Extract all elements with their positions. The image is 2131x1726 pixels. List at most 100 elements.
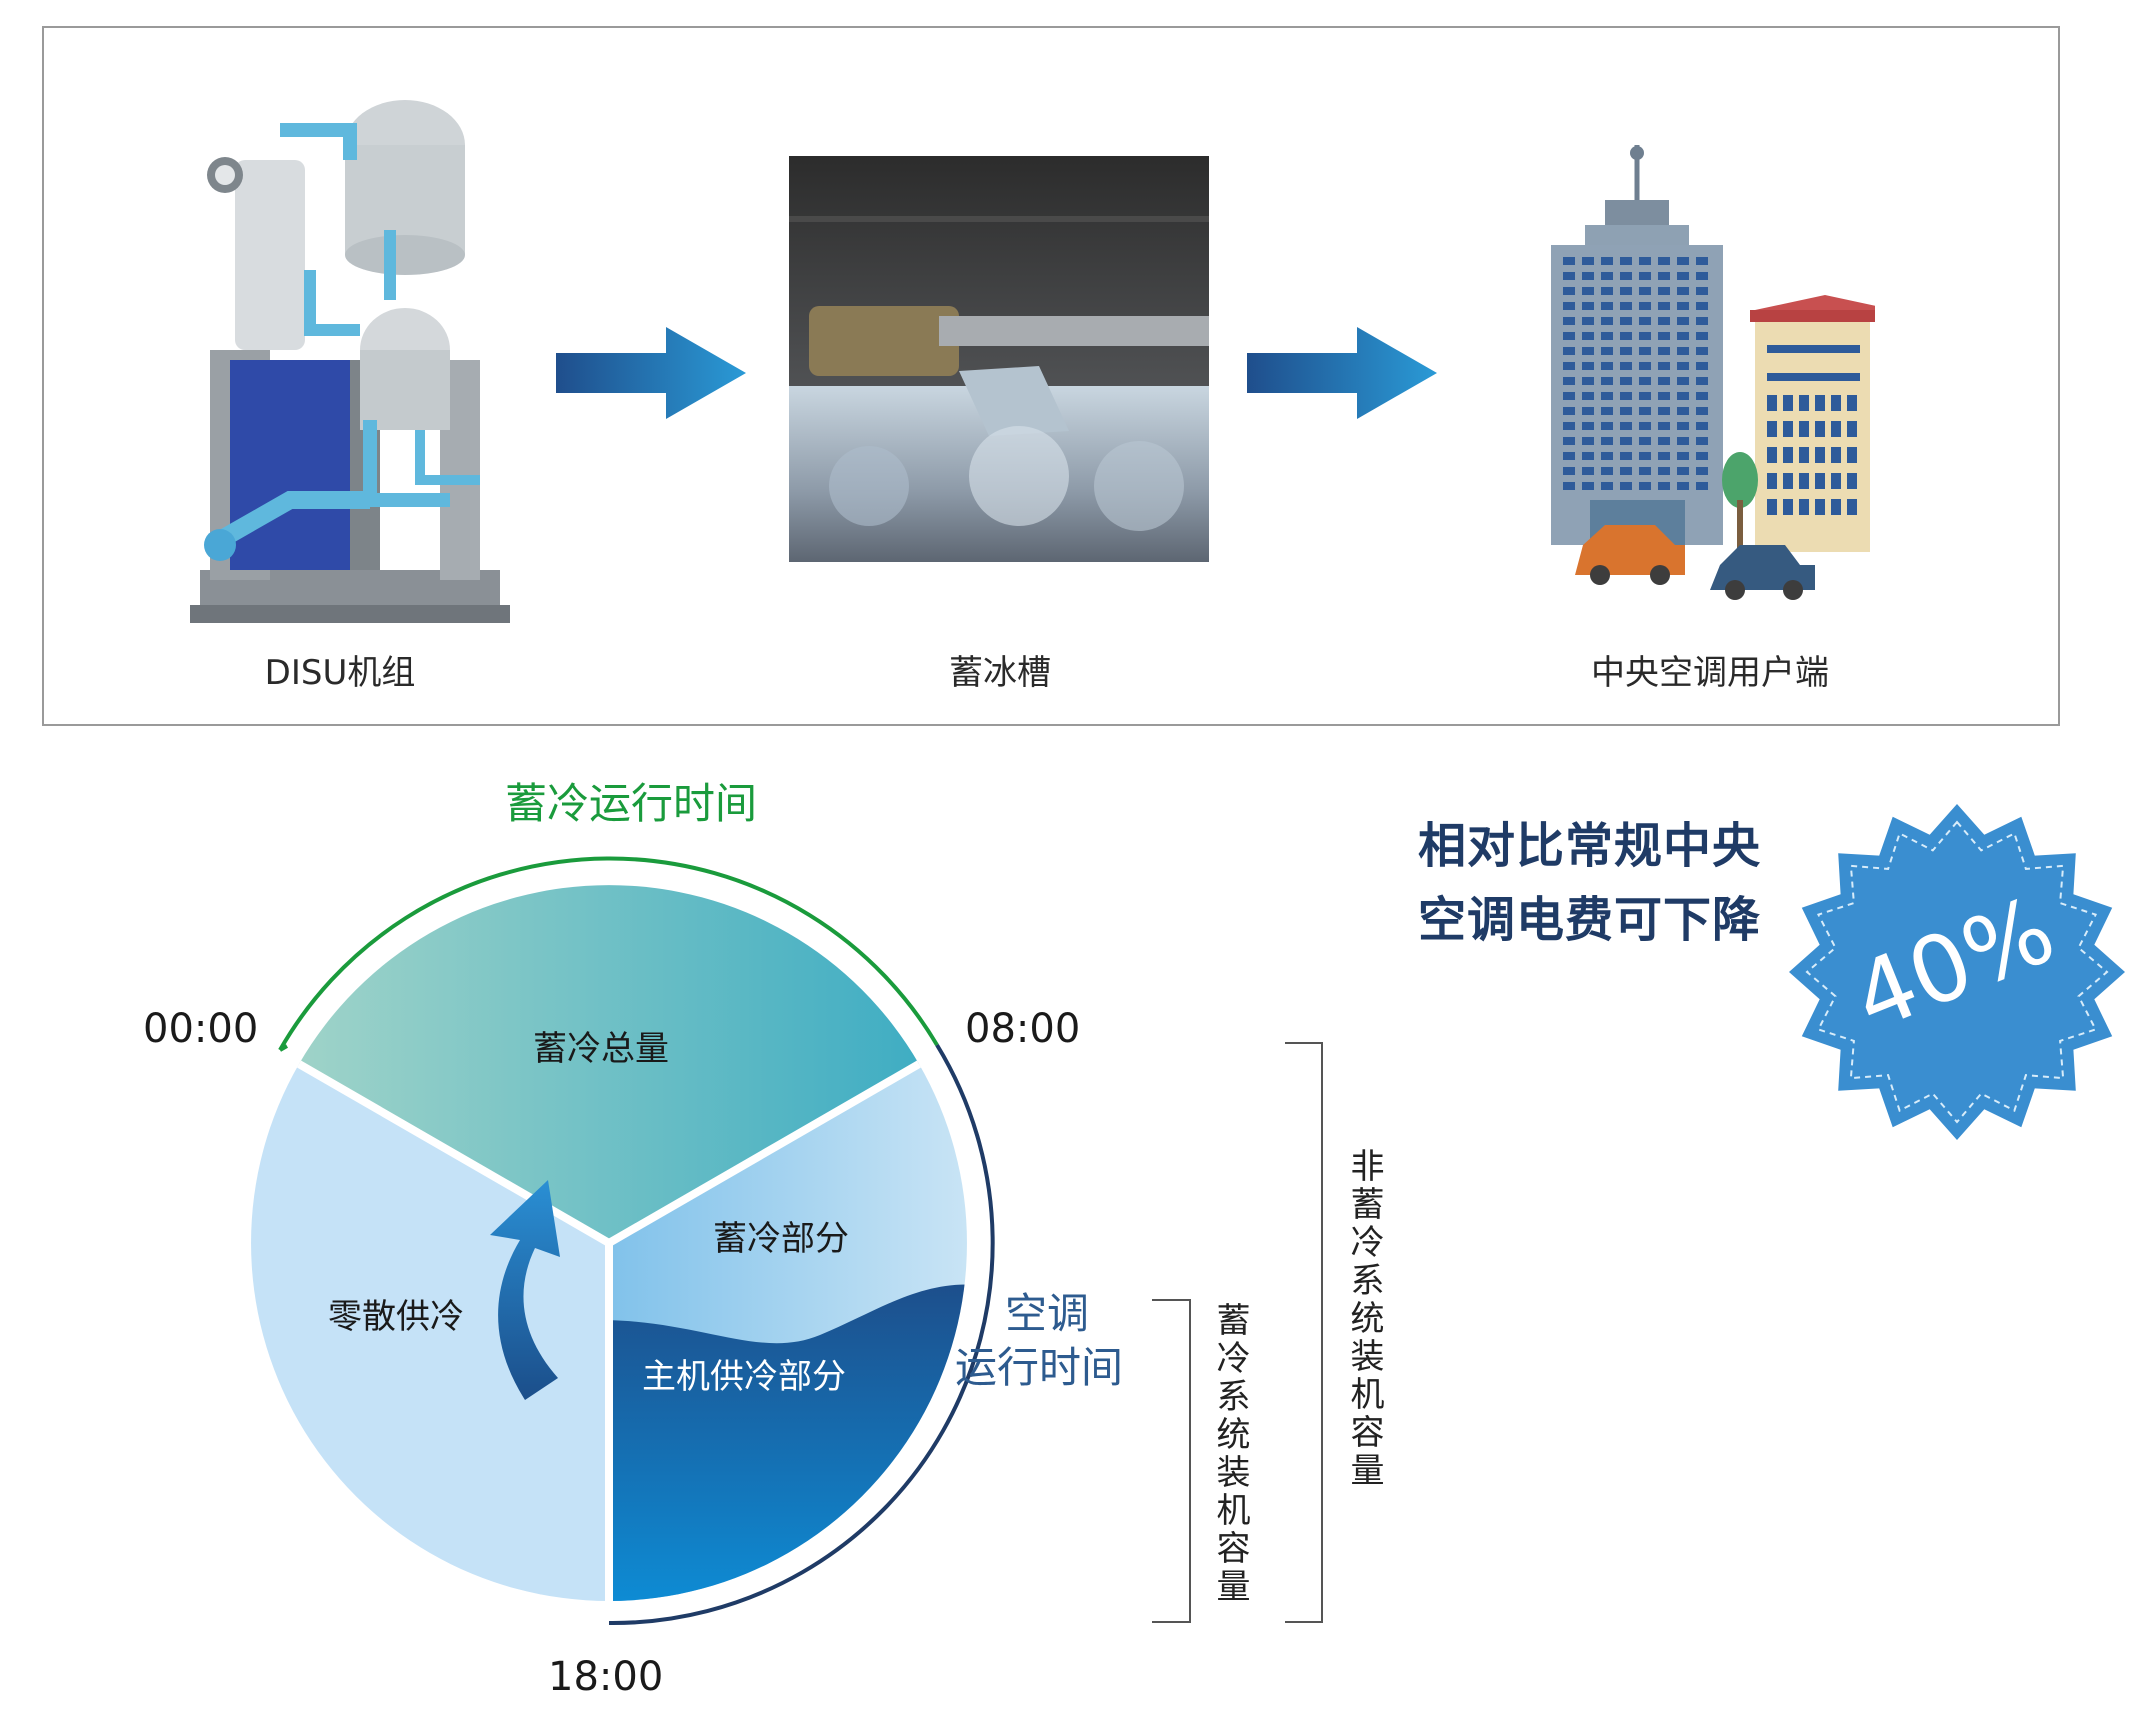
stage-label-disu: DISU机组 — [264, 653, 416, 693]
building-window — [1620, 452, 1632, 460]
building-window — [1601, 422, 1613, 430]
building-window — [1582, 362, 1594, 370]
building-window — [1677, 377, 1689, 385]
building-window — [1639, 257, 1651, 265]
building-window — [1696, 362, 1708, 370]
building-window — [1799, 499, 1809, 515]
building-window — [1639, 377, 1651, 385]
building-window — [1563, 362, 1575, 370]
building-window — [1563, 437, 1575, 445]
building-window — [1658, 257, 1670, 265]
building-window — [1601, 272, 1613, 280]
building-window — [1582, 467, 1594, 475]
building-window — [1601, 467, 1613, 475]
building-window — [1620, 302, 1632, 310]
building-window — [1563, 347, 1575, 355]
operation-clock-diagram: 00:00 08:00 18:00 蓄冷运行时间 空调 运行时间 蓄冷总量 蓄冷… — [0, 760, 1350, 1722]
ice-tank-image — [789, 156, 1209, 562]
building-window — [1582, 407, 1594, 415]
building-window — [1582, 392, 1594, 400]
building-window — [1658, 332, 1670, 340]
building-window — [1677, 407, 1689, 415]
sector-label-storage-part: 蓄冷部分 — [713, 1219, 849, 1259]
building-window — [1620, 482, 1632, 490]
building-window — [1601, 407, 1613, 415]
building-window — [1677, 302, 1689, 310]
building-window — [1696, 392, 1708, 400]
building-window — [1767, 473, 1777, 489]
sector-scattered-cooling — [251, 1064, 609, 1601]
building-window — [1696, 377, 1708, 385]
building-window — [1677, 362, 1689, 370]
storage-capacity-bracket — [1152, 1299, 1191, 1623]
building-window — [1582, 272, 1594, 280]
building-window — [1783, 447, 1793, 463]
building-window — [1582, 482, 1594, 490]
building-window — [1658, 377, 1670, 385]
building-window — [1767, 447, 1777, 463]
ac-run-arc — [608, 1043, 995, 1626]
building-window — [1696, 272, 1708, 280]
building-window — [1815, 395, 1825, 411]
sector-label-total-storage: 蓄冷总量 — [533, 1029, 669, 1069]
building-window — [1783, 473, 1793, 489]
building-window — [1696, 482, 1708, 490]
building-window — [1783, 395, 1793, 411]
storage-run-arc — [278, 856, 939, 1051]
building-window — [1601, 317, 1613, 325]
building-window — [1601, 377, 1613, 385]
building-window — [1815, 499, 1825, 515]
building-window — [1847, 421, 1857, 437]
building-window — [1677, 287, 1689, 295]
building-window — [1658, 482, 1670, 490]
building-window — [1639, 467, 1651, 475]
non-storage-capacity-bracket — [1285, 1042, 1323, 1623]
building-window — [1847, 473, 1857, 489]
building-window — [1639, 302, 1651, 310]
building-window — [1639, 437, 1651, 445]
building-window — [1815, 447, 1825, 463]
building-window — [1847, 499, 1857, 515]
building-window — [1620, 392, 1632, 400]
building-window — [1677, 422, 1689, 430]
ac-run-label-line2: 运行时间 — [955, 1343, 1123, 1392]
building-window — [1620, 272, 1632, 280]
building-window — [1582, 347, 1594, 355]
building-window — [1658, 392, 1670, 400]
building-window — [1677, 482, 1689, 490]
storage-run-label: 蓄冷运行时间 — [505, 779, 757, 828]
building-window — [1847, 447, 1857, 463]
building-window — [1831, 499, 1841, 515]
building-window — [1582, 377, 1594, 385]
building-window — [1677, 392, 1689, 400]
building-window — [1783, 421, 1793, 437]
building-window — [1815, 473, 1825, 489]
building-window — [1620, 317, 1632, 325]
savings-badge: 40% — [1785, 800, 2130, 1145]
building-window — [1658, 467, 1670, 475]
building-window — [1847, 395, 1857, 411]
building-window — [1639, 287, 1651, 295]
building-window — [1677, 332, 1689, 340]
building-window — [1831, 473, 1841, 489]
building-window — [1563, 407, 1575, 415]
building-window — [1601, 287, 1613, 295]
stage-label-ice-tank: 蓄冰槽 — [949, 653, 1051, 693]
building-window — [1563, 452, 1575, 460]
ac-run-label-line1: 空调 — [1005, 1289, 1089, 1338]
building-window — [1799, 447, 1809, 463]
building-window — [1831, 395, 1841, 411]
building-window — [1620, 467, 1632, 475]
building-window — [1639, 347, 1651, 355]
building-window — [1563, 317, 1575, 325]
building-window — [1696, 437, 1708, 445]
building-window — [1582, 332, 1594, 340]
building-window — [1799, 421, 1809, 437]
flow-arrow-2 — [1247, 327, 1437, 423]
building-window — [1696, 287, 1708, 295]
building-window — [1620, 422, 1632, 430]
building-window — [1620, 332, 1632, 340]
building-window — [1696, 332, 1708, 340]
building-window — [1582, 302, 1594, 310]
building-window — [1563, 377, 1575, 385]
